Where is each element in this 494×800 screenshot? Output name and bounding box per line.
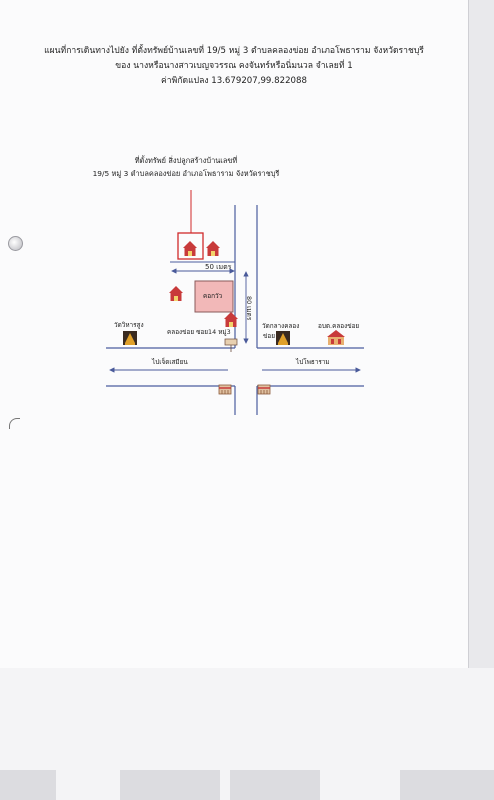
bottom-shadow [400, 770, 494, 800]
temple-label-left: วัดวิหารสูง [114, 321, 144, 329]
target-line-2: 19/5 หมู่ 3 ตำบลคลองข่อย อำเภอโพธาราม จั… [92, 169, 280, 178]
bottom-shadow [120, 770, 220, 800]
bottom-shadow [230, 770, 320, 800]
paper-clip-mark [9, 418, 20, 429]
shop-icon [257, 384, 271, 395]
target-line-1: ที่ตั้งทรัพย์ สิ่งปลูกสร้างบ้านเลขที่ [134, 156, 238, 165]
distance-label-horizontal: 50 เมตร [205, 263, 232, 271]
cattle-pen [194, 280, 234, 313]
target-box [177, 232, 204, 260]
map-header: แผนที่การเดินทางไปยัง ที่ตั้งทรัพย์บ้านเ… [0, 44, 468, 89]
direction-label-left: ไปเจ็ดเสมียน [152, 358, 188, 366]
temple-label-mid-1: วัดกลางคลอง [262, 322, 300, 330]
soi-sign-icon [224, 338, 238, 346]
target-description: ที่ตั้งทรัพย์ สิ่งปลูกสร้างบ้านเลขที่ 19… [66, 154, 306, 180]
shop-icon [218, 384, 232, 395]
distance-label-vertical: 80 เมตร [245, 296, 253, 321]
office-building-icon [327, 330, 345, 345]
target-house-icon [183, 241, 197, 256]
cattle-pen-label: คอกวัว [203, 292, 223, 300]
house-icon [206, 241, 220, 256]
header-line-2: ของ นางหรือนางสาวเบญจวรรณ คงจันทร์หรือนิ… [115, 61, 353, 71]
bottom-shadow [0, 770, 56, 800]
temple-icon [123, 331, 137, 345]
house-icon [224, 312, 238, 327]
office-label: อบต.คลองข่อย [318, 322, 360, 330]
temple-icon [276, 331, 290, 345]
soi-sign-label: คลองข่อย ซอย14 หมู่3 [167, 328, 231, 336]
direction-label-right: ไปโพธาราม [296, 358, 330, 366]
header-line-1: แผนที่การเดินทางไปยัง ที่ตั้งทรัพย์บ้านเ… [44, 46, 424, 56]
header-line-3: ค่าพิกัดแปลง 13.679207,99.822088 [161, 76, 307, 86]
punch-hole [8, 236, 23, 251]
house-icon [169, 286, 183, 301]
temple-label-mid-2: ข่อย [263, 332, 275, 340]
